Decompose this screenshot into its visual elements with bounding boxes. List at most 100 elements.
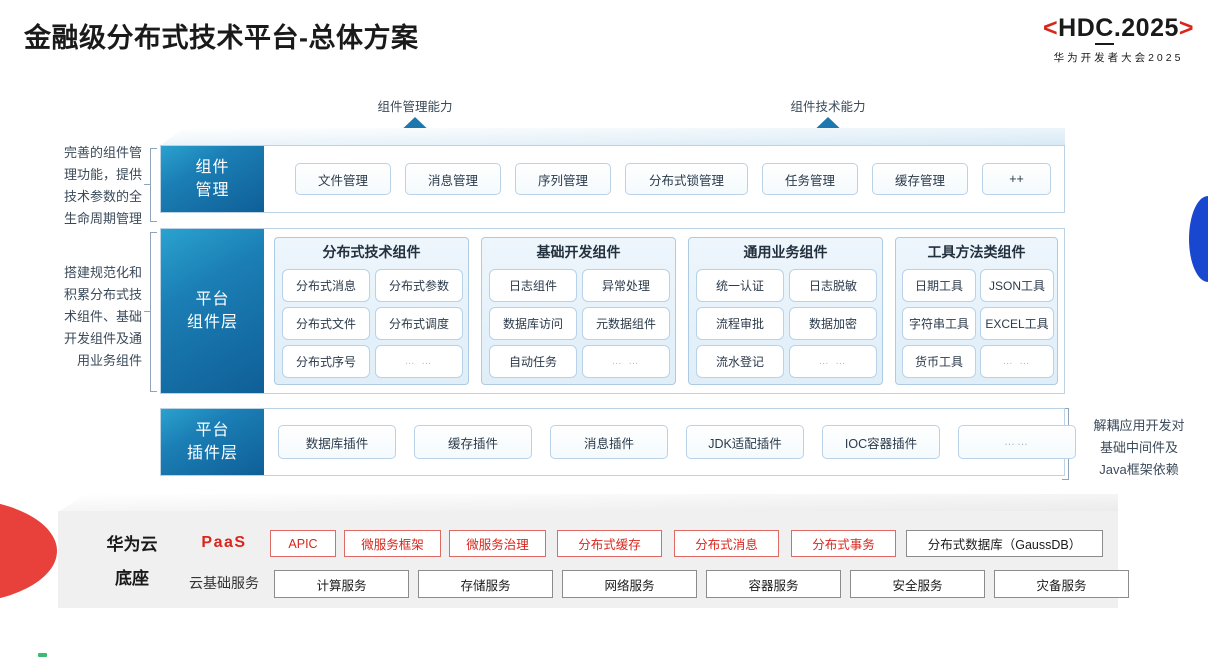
logo-bracket-right: > (1178, 14, 1194, 42)
cloud-base-row-label-paas: PaaS (201, 534, 247, 551)
gchip-more[interactable]: … … (375, 345, 463, 378)
layer-label-line: 平台 (195, 422, 230, 439)
gchip-currency-tool[interactable]: 货币工具 (902, 345, 976, 378)
panel-bevel-top (160, 128, 1065, 146)
annotation-line: 生命周期管理 (63, 211, 142, 226)
gchip-date-tool[interactable]: 日期工具 (902, 269, 976, 302)
group-common-business-components: 通用业务组件 统一认证 日志脱敏 流程审批 数据加密 流水登记 … … (688, 237, 883, 385)
layer-label-platform-component: 平台 组件层 (161, 229, 264, 393)
service-box-microservice-framework[interactable]: 微服务框架 (344, 530, 441, 557)
chip-ioc-container-plugin[interactable]: IOC容器插件 (822, 425, 940, 459)
group-basic-development-components: 基础开发组件 日志组件 异常处理 数据库访问 元数据组件 自动任务 … … (481, 237, 676, 385)
chip-jdk-adapter-plugin[interactable]: JDK适配插件 (686, 425, 804, 459)
annotation-line: 技术参数的全 (63, 189, 142, 204)
annotation-line: 术组件、基础 (63, 309, 142, 324)
gchip-more[interactable]: … … (582, 345, 670, 378)
bracket-tick (144, 184, 150, 186)
service-box-disaster-recovery[interactable]: 灾备服务 (994, 570, 1129, 598)
gchip-string-tool[interactable]: 字符串工具 (902, 307, 976, 340)
bracket-left-1 (150, 148, 157, 222)
chip-message-plugin[interactable]: 消息插件 (550, 425, 668, 459)
cloud-base-title-line: 华为云 (106, 535, 158, 554)
gchip-data-encryption[interactable]: 数据加密 (789, 307, 877, 340)
group-title: 通用业务组件 (743, 243, 828, 260)
cloud-base-title-line: 底座 (115, 569, 149, 588)
chip-message-management[interactable]: 消息管理 (405, 163, 501, 195)
layer-platform-component: 平台 组件层 分布式技术组件 分布式消息 分布式参数 分布式文件 分布式调度 分… (160, 228, 1065, 394)
bracket-tick (144, 311, 150, 313)
service-box-security[interactable]: 安全服务 (850, 570, 985, 598)
gchip-distributed-serial[interactable]: 分布式序号 (282, 345, 370, 378)
layer-label-platform-plugin: 平台 插件层 (161, 409, 264, 475)
annotation-line: 理功能，提供 (63, 167, 142, 182)
annotation-line: 搭建规范化和 (63, 265, 142, 280)
gchip-more[interactable]: … … (789, 345, 877, 378)
gchip-auto-task[interactable]: 自动任务 (489, 345, 577, 378)
green-tick-decoration (38, 653, 47, 657)
layer-label-line: 组件 (195, 159, 230, 176)
logo-letter-c: C (1095, 14, 1114, 45)
gchip-json-tool[interactable]: JSON工具 (980, 269, 1054, 302)
chip-task-management[interactable]: 任务管理 (762, 163, 858, 195)
service-box-compute[interactable]: 计算服务 (274, 570, 409, 598)
service-box-distributed-database[interactable]: 分布式数据库（GaussDB） (906, 530, 1103, 557)
layer-platform-plugin: 平台 插件层 数据库插件 缓存插件 消息插件 JDK适配插件 IOC容器插件 …… (160, 408, 1076, 476)
service-box-container[interactable]: 容器服务 (706, 570, 841, 598)
gchip-exception-handling[interactable]: 异常处理 (582, 269, 670, 302)
chip-more[interactable]: …… (958, 425, 1076, 459)
capability-label: 组件技术能力 (790, 100, 866, 114)
chip-more[interactable]: ++ (982, 163, 1051, 195)
annotation-right-1: 解耦应用开发对 基础中间件及 Java框架依赖 (1076, 415, 1202, 481)
gchip-metadata-component[interactable]: 元数据组件 (582, 307, 670, 340)
layer-label-line: 插件层 (186, 445, 238, 462)
group-title: 基础开发组件 (536, 243, 621, 260)
gchip-distributed-parameter[interactable]: 分布式参数 (375, 269, 463, 302)
service-box-apic[interactable]: APIC (270, 530, 336, 557)
gchip-distributed-schedule[interactable]: 分布式调度 (375, 307, 463, 340)
gchip-more[interactable]: … … (980, 345, 1054, 378)
gchip-database-access[interactable]: 数据库访问 (489, 307, 577, 340)
hdc-logo-main: <HDC.2025> (1043, 14, 1194, 45)
group-title: 分布式技术组件 (322, 243, 421, 260)
annotation-left-2: 搭建规范化和 积累分布式技 术组件、基础 开发组件及通 用业务组件 (24, 262, 142, 372)
gchip-log-component[interactable]: 日志组件 (489, 269, 577, 302)
hdc-logo-subtitle: 华为开发者大会2025 (1053, 52, 1184, 64)
service-box-distributed-message[interactable]: 分布式消息 (674, 530, 779, 557)
group-distributed-tech-components: 分布式技术组件 分布式消息 分布式参数 分布式文件 分布式调度 分布式序号 … … (274, 237, 469, 385)
service-box-distributed-transaction[interactable]: 分布式事务 (791, 530, 896, 557)
bracket-left-2 (150, 232, 157, 392)
capability-label: 组件管理能力 (377, 100, 453, 114)
logo-year: .2025 (1113, 14, 1179, 42)
service-box-distributed-cache[interactable]: 分布式缓存 (557, 530, 662, 557)
chip-distributed-lock-management[interactable]: 分布式锁管理 (625, 163, 748, 195)
gchip-distributed-file[interactable]: 分布式文件 (282, 307, 370, 340)
layer-label-line: 平台 (195, 291, 230, 308)
layer-component-management: 组件 管理 文件管理 消息管理 序列管理 分布式锁管理 任务管理 缓存管理 ++ (160, 145, 1065, 213)
gchip-transaction-record[interactable]: 流水登记 (696, 345, 784, 378)
layer-label-line: 组件层 (186, 314, 238, 331)
chip-file-management[interactable]: 文件管理 (295, 163, 391, 195)
page-title: 金融级分布式技术平台-总体方案 (24, 23, 419, 53)
cloud-base-bevel (58, 494, 1118, 512)
service-box-network[interactable]: 网络服务 (562, 570, 697, 598)
chip-cache-management[interactable]: 缓存管理 (872, 163, 968, 195)
annotation-left-1: 完善的组件管 理功能，提供 技术参数的全 生命周期管理 (24, 142, 142, 230)
gchip-unified-auth[interactable]: 统一认证 (696, 269, 784, 302)
service-box-microservice-governance[interactable]: 微服务治理 (449, 530, 546, 557)
gchip-distributed-message[interactable]: 分布式消息 (282, 269, 370, 302)
service-box-storage[interactable]: 存储服务 (418, 570, 553, 598)
gchip-log-masking[interactable]: 日志脱敏 (789, 269, 877, 302)
annotation-line: 解耦应用开发对 (1093, 418, 1185, 433)
chip-sequence-management[interactable]: 序列管理 (515, 163, 611, 195)
layer-label-component-management: 组件 管理 (161, 146, 264, 212)
gchip-excel-tool[interactable]: EXCEL工具 (980, 307, 1054, 340)
chip-database-plugin[interactable]: 数据库插件 (278, 425, 396, 459)
annotation-line: 基础中间件及 (1099, 440, 1178, 455)
chip-cache-plugin[interactable]: 缓存插件 (414, 425, 532, 459)
gchip-process-approval[interactable]: 流程审批 (696, 307, 784, 340)
layer-label-line: 管理 (195, 182, 230, 199)
logo-letter-h: H (1058, 14, 1077, 42)
group-title: 工具方法类组件 (927, 243, 1026, 260)
annotation-line: 积累分布式技 (63, 287, 142, 302)
